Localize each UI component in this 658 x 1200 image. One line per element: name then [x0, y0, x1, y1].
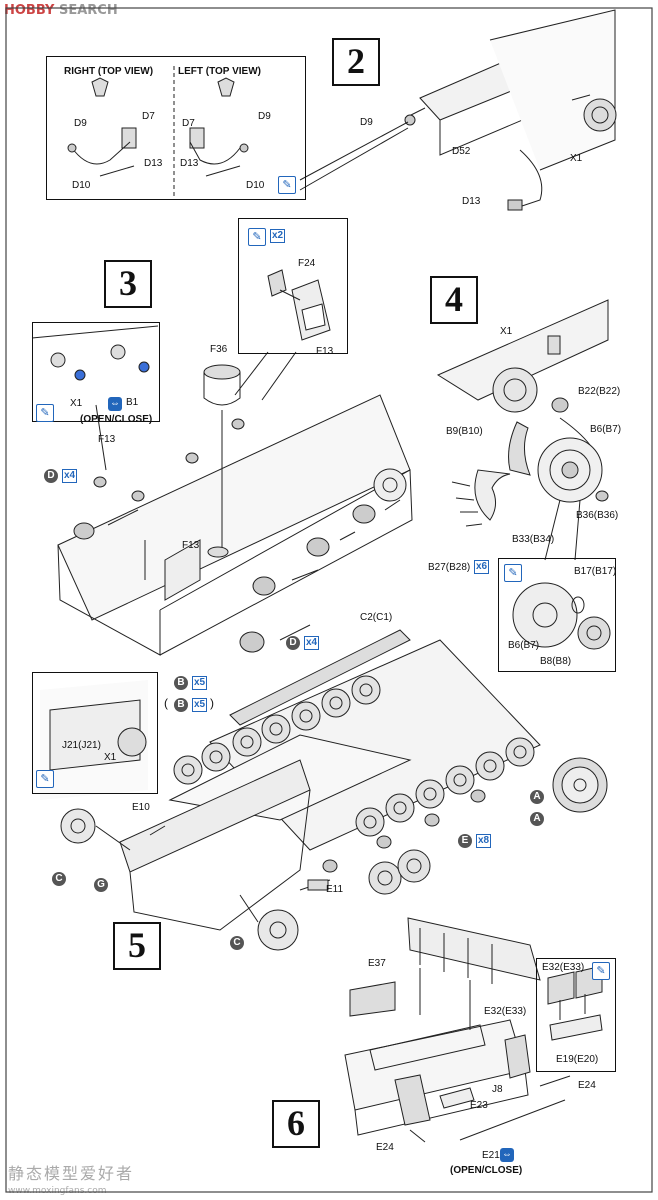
step6-detail-inset [536, 958, 616, 1072]
label-b17: B17(B17) [574, 566, 617, 577]
open-close-icon: ⇔ [500, 1148, 514, 1162]
quantity-badge: x4 [62, 469, 78, 483]
label-x1: X1 [570, 153, 583, 164]
watermark-cn: 静态模型爱好者 [8, 1164, 135, 1183]
label-e32: E32(E33) [484, 1006, 527, 1017]
glue-brush-icon: ✎ [248, 228, 266, 246]
open-close-note: (OPEN/CLOSE) [450, 1165, 523, 1176]
paren-close: ) [210, 696, 214, 710]
step4-sprocket-inset [498, 558, 616, 672]
label-b6: B6(B7) [590, 424, 622, 435]
label-e19: E19(E20) [556, 1054, 599, 1065]
part-letter-a: A [530, 790, 544, 804]
inset-label-d9-right: D9 [74, 118, 87, 129]
label-c2: C2(C1) [360, 612, 393, 623]
label-b33: B33(B34) [512, 534, 555, 545]
label-b9: B9(B10) [446, 426, 483, 437]
step-6-number: 6 [272, 1100, 320, 1148]
left-top-view-title: LEFT (TOP VIEW) [178, 66, 261, 77]
part-letter-b: B [174, 676, 188, 690]
label-b1: B1 [126, 397, 139, 408]
watermark-brand: HOBBY [4, 3, 55, 18]
inset-label-d10-right: D10 [72, 180, 91, 191]
label-b22: B22(B22) [578, 386, 621, 397]
right-top-view-title: RIGHT (TOP VIEW) [64, 66, 154, 77]
moxingfans-watermark: 静态模型爱好者 www.moxingfans.com [8, 1160, 134, 1196]
step-5-number: 5 [113, 922, 161, 970]
quantity-badge: x2 [270, 229, 286, 243]
quantity-badge: x8 [476, 834, 492, 848]
label-d9: D9 [360, 117, 373, 128]
inset-label-d7-right: D7 [142, 111, 155, 122]
inset-label-d10-left: D10 [246, 180, 265, 191]
inset-label-d9-left: D9 [258, 111, 271, 122]
inset-label-d7-left: D7 [182, 118, 195, 129]
open-close-icon: ⇔ [108, 397, 122, 411]
label-f24: F24 [298, 258, 316, 269]
label-f13: F13 [182, 540, 200, 551]
paren-open: ( [164, 696, 168, 710]
label-j8: J8 [492, 1084, 503, 1095]
glue-brush-icon: ✎ [36, 404, 54, 422]
label-b6: B6(B7) [508, 640, 540, 651]
label-e23: E23 [470, 1100, 488, 1111]
label-b36: B36(B36) [576, 510, 619, 521]
part-letter-g: G [94, 878, 108, 892]
label-e21: E21 [482, 1150, 500, 1161]
label-e10: E10 [132, 802, 150, 813]
label-e24: E24 [376, 1142, 394, 1153]
quantity-badge: x5 [192, 676, 208, 690]
step-4-number: 4 [430, 276, 478, 324]
watermark-url: www.moxingfans.com [8, 1186, 107, 1196]
part-letter-c: C [52, 872, 66, 886]
label-e24: E24 [578, 1080, 596, 1091]
open-close-note: (OPEN/CLOSE) [80, 414, 153, 425]
inset-label-d13-left: D13 [180, 158, 199, 169]
glue-brush-icon: ✎ [504, 564, 522, 582]
label-e37: E37 [368, 958, 386, 969]
label-d52: D52 [452, 146, 471, 157]
step3-hatch-inset [32, 322, 160, 422]
step5-idler-inset [32, 672, 158, 794]
step-2-number: 2 [332, 38, 380, 86]
part-letter-c: C [230, 936, 244, 950]
step-3-number: 3 [104, 260, 152, 308]
part-letter-b: B [174, 698, 188, 712]
glue-brush-icon: ✎ [278, 176, 296, 194]
label-x1: X1 [500, 326, 513, 337]
label-d13: D13 [462, 196, 481, 207]
label-j21: J21(J21) [62, 740, 101, 751]
part-letter-e: E [458, 834, 472, 848]
quantity-badge: x4 [304, 636, 320, 650]
hobbysearch-watermark: HOBBY SEARCH [4, 3, 118, 18]
glue-brush-icon: ✎ [36, 770, 54, 788]
inset-label-d13-right: D13 [144, 158, 163, 169]
quantity-badge: x5 [192, 698, 208, 712]
label-f13: F13 [98, 434, 116, 445]
label-e11: E11 [326, 884, 344, 895]
part-letter-d: D [286, 636, 300, 650]
label-x1: X1 [70, 398, 83, 409]
label-b8: B8(B8) [540, 656, 572, 667]
label-f36: F36 [210, 344, 228, 355]
label-e32-inset: E32(E33) [542, 962, 585, 973]
part-letter-d: D [44, 469, 58, 483]
step3-glue-inset [238, 218, 348, 354]
step2-top-view-inset [46, 56, 306, 200]
quantity-badge: x6 [474, 560, 490, 574]
label-x1: X1 [104, 752, 117, 763]
watermark-suffix: SEARCH [58, 3, 118, 18]
label-f13-inset: F13 [316, 346, 334, 357]
label-b27: B27(B28) [428, 562, 471, 573]
part-letter-a: A [530, 812, 544, 826]
glue-brush-icon: ✎ [592, 962, 610, 980]
